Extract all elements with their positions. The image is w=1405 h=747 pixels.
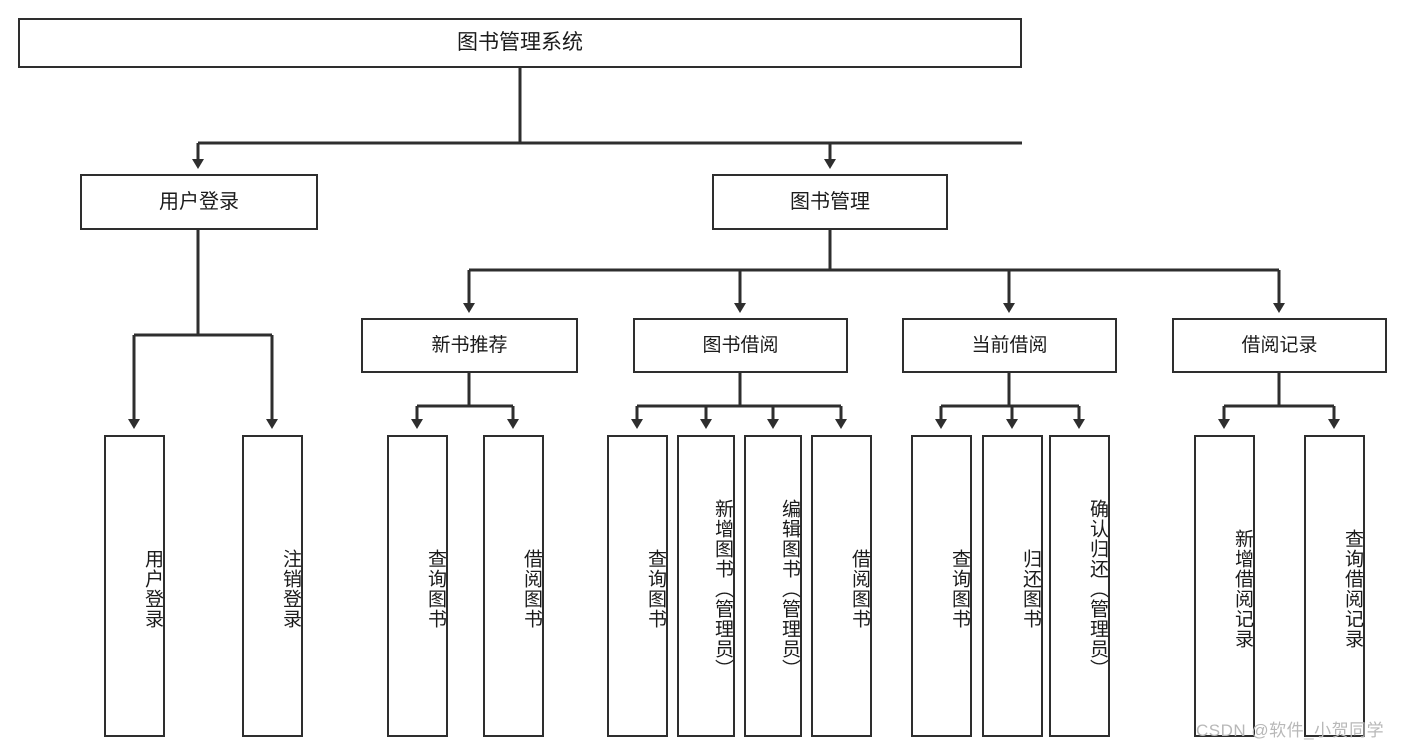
node-current-borrow[interactable]: 当前借阅 — [902, 318, 1117, 373]
node-leaf-borrow-book-2-label: 借阅图书 — [849, 549, 870, 629]
node-leaf-add-book[interactable]: 新增图书（管理员） — [677, 435, 735, 737]
node-leaf-query-book-2[interactable]: 查询图书 — [607, 435, 668, 737]
node-leaf-query-book-2-label: 查询图书 — [645, 549, 666, 629]
node-leaf-query-borrow-record[interactable]: 查询借阅记录 — [1304, 435, 1365, 737]
node-leaf-borrow-book-1[interactable]: 借阅图书 — [483, 435, 544, 737]
node-leaf-return-book-label: 归还图书 — [1020, 549, 1041, 629]
node-leaf-logout-login[interactable]: 注销登录 — [242, 435, 303, 737]
node-new-book-recommend[interactable]: 新书推荐 — [361, 318, 578, 373]
node-current-borrow-label: 当前借阅 — [971, 334, 1048, 356]
node-leaf-query-book-3-label: 查询图书 — [949, 549, 970, 629]
node-leaf-query-borrow-record-label: 查询借阅记录 — [1342, 529, 1363, 649]
node-leaf-borrow-book-2[interactable]: 借阅图书 — [811, 435, 872, 737]
node-leaf-add-borrow-record-label: 新增借阅记录 — [1232, 529, 1253, 649]
node-borrow-record[interactable]: 借阅记录 — [1172, 318, 1387, 373]
node-leaf-query-book-3[interactable]: 查询图书 — [911, 435, 972, 737]
node-leaf-add-borrow-record[interactable]: 新增借阅记录 — [1194, 435, 1255, 737]
node-root-label: 图书管理系统 — [457, 30, 583, 54]
node-book-borrow[interactable]: 图书借阅 — [633, 318, 848, 373]
node-user-login-label: 用户登录 — [159, 190, 239, 213]
node-new-book-recommend-label: 新书推荐 — [431, 334, 508, 356]
node-leaf-add-book-label: 新增图书（管理员） — [712, 499, 733, 679]
node-leaf-query-book-1[interactable]: 查询图书 — [387, 435, 448, 737]
csdn-watermark: CSDN @软件_小贺同学 — [1196, 721, 1385, 740]
node-leaf-logout-login-label: 注销登录 — [280, 549, 301, 629]
node-book-manage-label: 图书管理 — [790, 190, 870, 213]
node-book-manage[interactable]: 图书管理 — [712, 174, 948, 230]
node-borrow-record-label: 借阅记录 — [1241, 334, 1318, 356]
node-leaf-query-book-1-label: 查询图书 — [425, 549, 446, 629]
node-leaf-user-login[interactable]: 用户登录 — [104, 435, 165, 737]
node-leaf-borrow-book-1-label: 借阅图书 — [521, 549, 542, 629]
node-leaf-user-login-label: 用户登录 — [142, 549, 163, 629]
node-leaf-edit-book[interactable]: 编辑图书（管理员） — [744, 435, 802, 737]
node-book-borrow-label: 图书借阅 — [702, 334, 779, 356]
node-leaf-confirm-return-label: 确认归还（管理员） — [1087, 499, 1108, 679]
node-root[interactable]: 图书管理系统 — [18, 18, 1022, 68]
node-leaf-return-book[interactable]: 归还图书 — [982, 435, 1043, 737]
node-user-login[interactable]: 用户登录 — [80, 174, 318, 230]
node-leaf-confirm-return[interactable]: 确认归还（管理员） — [1049, 435, 1110, 737]
node-leaf-edit-book-label: 编辑图书（管理员） — [779, 499, 800, 679]
